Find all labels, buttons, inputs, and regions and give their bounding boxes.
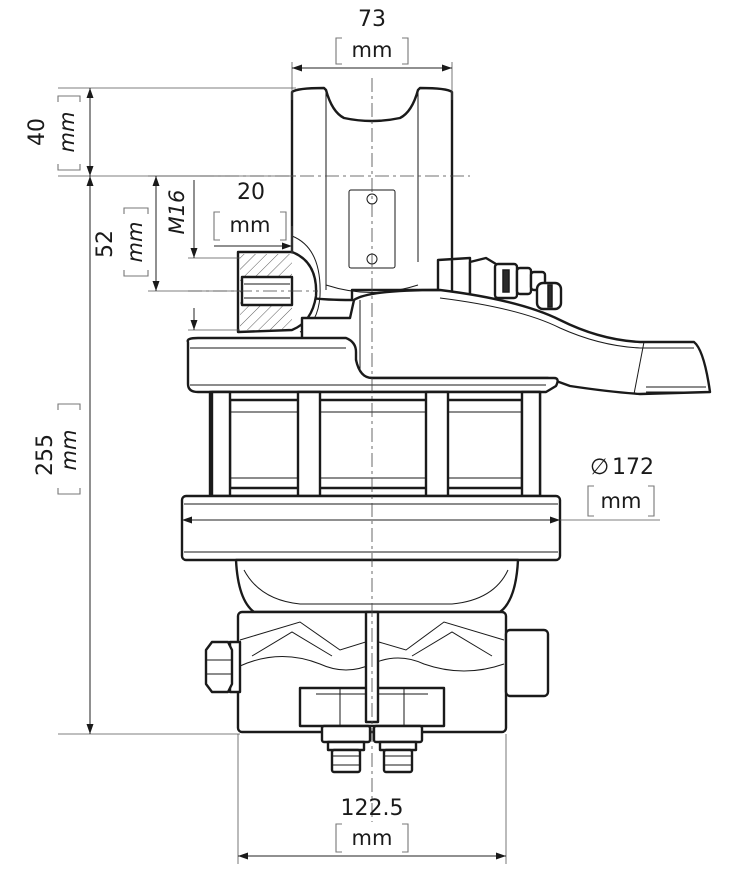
dim-total-height-unit: mm: [57, 430, 81, 471]
dim-top-width: 73 mm: [291, 7, 453, 100]
dim-thread-offset: 20 mm: [213, 180, 293, 254]
top-link: [290, 86, 472, 302]
dim-bottom-width-value: 122.5: [341, 796, 404, 821]
dim-top-width-value: 73: [358, 7, 386, 32]
dim-top-height-unit: mm: [55, 112, 79, 153]
dim-mount-height-value: 52: [93, 230, 118, 258]
side-nut: [204, 640, 242, 694]
rotator-body: [180, 86, 712, 774]
dim-bottom-width-unit: mm: [352, 826, 393, 850]
dim-diameter-unit: mm: [601, 489, 642, 513]
dim-bottom-width: 122.5 mm: [237, 734, 507, 864]
dim-thread-value: M16: [165, 190, 189, 235]
swing-arm: [300, 288, 712, 396]
bottom-fittings: [320, 724, 424, 774]
dim-mount-height-unit: mm: [123, 222, 147, 263]
dim-diameter: ∅ 172 mm: [182, 455, 660, 524]
dim-thread-offset-value: 20: [237, 180, 265, 205]
upper-flange: [186, 336, 559, 394]
dim-diameter-value: 172: [612, 455, 654, 480]
dim-top-height-value: 40: [25, 118, 50, 146]
dim-total-height-value: 255: [33, 434, 58, 476]
dim-top-height: 40 mm: [25, 87, 296, 177]
threaded-block: [236, 235, 321, 334]
rotor-bowl: [234, 558, 520, 614]
dim-top-width-unit: mm: [352, 38, 393, 62]
dim-thread-offset-unit: mm: [230, 213, 271, 237]
dim-diameter-symbol: ∅: [590, 455, 609, 480]
dim-mount-height: 52 mm: [93, 175, 240, 292]
side-fittings: [468, 256, 563, 311]
lower-flange: [180, 494, 562, 562]
dim-total-height: 255 mm: [33, 176, 240, 735]
cage-housing: [208, 390, 542, 498]
dim-thread: M16: [165, 180, 240, 331]
side-boss: [504, 628, 550, 698]
